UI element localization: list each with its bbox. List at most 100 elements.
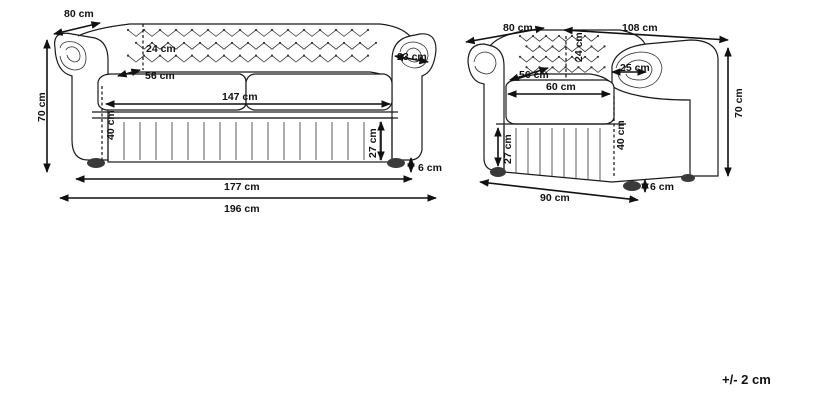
tuft-seam xyxy=(303,55,321,63)
sofa-seat-height-label: 40 cm xyxy=(105,110,117,140)
armchair-seat-width-label: 60 cm xyxy=(546,81,576,93)
armchair-back-height-label: 24 cm xyxy=(573,32,585,62)
armchair-base-pleats xyxy=(515,128,601,181)
tuft-seam xyxy=(183,42,201,50)
sofa-back-height-label: 24 cm xyxy=(146,43,176,55)
sofa-seat-width-label: 147 cm xyxy=(222,91,258,103)
armchair-dimensions: 80 cm 108 cm 24 cm 25 cm 56 cm 60 cm 70 … xyxy=(465,22,745,204)
tuft-seam xyxy=(191,29,209,37)
tuft-seam xyxy=(191,55,209,63)
tuft-seam xyxy=(545,56,560,63)
armchair-arm-width-label: 25 cm xyxy=(620,62,650,74)
tuft-seam xyxy=(532,35,547,42)
armchair-base-width-label: 90 cm xyxy=(540,192,570,204)
tuft-button xyxy=(603,45,606,48)
tuft-seam xyxy=(263,42,281,50)
tuft-seam xyxy=(159,55,177,63)
tuft-seam xyxy=(207,55,225,63)
tuft-seam xyxy=(351,29,369,37)
sofa-leg-height-label: 6 cm xyxy=(418,162,442,174)
tuft-seam xyxy=(143,55,161,63)
tuft-seam xyxy=(584,35,599,42)
sofa-arm-width-label: 23 cm xyxy=(397,51,427,63)
armchair-total-height-label: 70 cm xyxy=(733,88,745,118)
tuft-seam xyxy=(159,29,177,37)
sofa-dimensions: 80 cm 70 cm 24 cm 56 cm 23 cm 147 cm 40 … xyxy=(36,8,442,215)
tuft-seam xyxy=(359,42,377,50)
sofa-inner-width-label: 177 cm xyxy=(224,181,260,193)
tolerance-note: +/- 2 cm xyxy=(722,372,771,387)
tuft-seam xyxy=(175,29,193,37)
tuft-seam xyxy=(578,46,592,53)
tuft-seam xyxy=(565,46,579,53)
tuft-seam xyxy=(584,56,599,63)
tuft-button xyxy=(603,66,606,69)
tuft-seam xyxy=(167,42,185,50)
tuft-seam xyxy=(539,46,553,53)
sofa-tufting xyxy=(126,28,378,63)
tuft-seam xyxy=(335,29,353,37)
tuft-seam xyxy=(519,56,534,63)
armchair-leg-height-label: 6 cm xyxy=(650,181,674,193)
tuft-seam xyxy=(127,55,145,63)
tuft-seam xyxy=(552,46,566,53)
armchair-front-left-foot xyxy=(490,167,506,177)
tuft-seam xyxy=(255,55,273,63)
armchair-drawing xyxy=(467,29,719,191)
tuft-seam xyxy=(319,29,337,37)
sofa-depth-label: 80 cm xyxy=(64,8,94,20)
tuft-seam xyxy=(215,42,233,50)
tuft-button xyxy=(366,54,370,57)
sofa-front-right-foot xyxy=(387,158,405,168)
tuft-seam xyxy=(151,42,169,50)
tuft-seam xyxy=(207,29,225,37)
tuft-seam xyxy=(578,66,592,73)
tuft-seam xyxy=(591,46,605,53)
tuft-seam xyxy=(295,42,313,50)
tuft-seam xyxy=(591,66,605,73)
tuft-seam xyxy=(532,56,547,63)
tuft-button xyxy=(374,41,378,44)
armchair-seat-depth-label: 56 cm xyxy=(519,69,549,81)
sofa-seat-depth-label: 56 cm xyxy=(145,70,175,82)
tuft-seam xyxy=(552,66,566,73)
tuft-seam xyxy=(143,29,161,37)
tuft-seam xyxy=(223,55,241,63)
tuft-seam xyxy=(175,55,193,63)
tuft-seam xyxy=(343,42,361,50)
tuft-seam xyxy=(199,42,217,50)
tuft-seam xyxy=(303,29,321,37)
tuft-seam xyxy=(526,46,540,53)
armchair-seat-height-label: 40 cm xyxy=(615,120,627,150)
armchair-leg-panel-height-label: 27 cm xyxy=(502,134,514,164)
tuft-seam xyxy=(239,29,257,37)
tuft-button xyxy=(366,28,370,32)
tuft-seam xyxy=(271,29,289,37)
tuft-seam xyxy=(135,42,153,50)
armchair-tufting xyxy=(518,34,606,73)
tuft-seam xyxy=(287,29,305,37)
tuft-seam xyxy=(231,42,249,50)
armchair-total-width-label: 108 cm xyxy=(622,22,658,34)
tuft-seam xyxy=(327,42,345,50)
tuft-button xyxy=(596,55,600,58)
sofa-total-height-label: 70 cm xyxy=(36,92,48,122)
tuft-seam xyxy=(271,55,289,63)
sofa-front-left-foot xyxy=(87,158,105,168)
tuft-seam xyxy=(127,29,145,37)
tuft-seam xyxy=(255,29,273,37)
tuft-seam xyxy=(558,56,573,63)
tuft-seam xyxy=(311,42,329,50)
tuft-seam xyxy=(519,35,534,42)
tuft-seam xyxy=(279,42,297,50)
sofa-total-width-label: 196 cm xyxy=(224,203,260,215)
tuft-button xyxy=(596,34,600,38)
tuft-seam xyxy=(239,55,257,63)
sofa-leg-panel-height-label: 27 cm xyxy=(367,128,379,158)
tuft-seam xyxy=(287,55,305,63)
tuft-seam xyxy=(319,55,337,63)
tuft-seam xyxy=(247,42,265,50)
tuft-seam xyxy=(565,66,579,73)
